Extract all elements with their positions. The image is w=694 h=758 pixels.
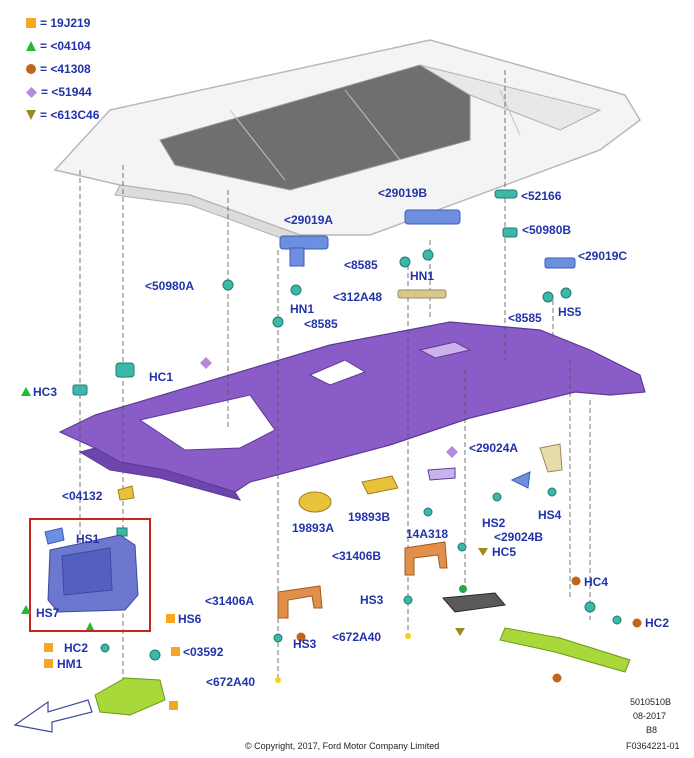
label-04132: <04132 <box>62 489 103 503</box>
legend-item-circle: = <41308 <box>26 61 91 77</box>
label-hs5: HS5 <box>558 305 582 319</box>
leader-lines <box>79 70 591 695</box>
label-03592: <03592 <box>183 645 224 659</box>
label-19893a: 19893A <box>292 521 335 535</box>
label-19893b: 19893B <box>348 510 391 524</box>
parts-lamps-handles <box>117 475 506 619</box>
label-672a40-left: <672A40 <box>206 675 256 689</box>
roof-panel <box>53 39 641 246</box>
circle-icon <box>26 64 36 74</box>
legend-item-triangle: = <04104 <box>26 38 91 54</box>
label-hc2-left: HC2 <box>64 641 89 655</box>
parts-trim <box>94 627 631 716</box>
triangle-icon <box>26 41 36 51</box>
label-29019a: <29019A <box>284 213 334 227</box>
label-50980b: <50980B <box>522 223 572 237</box>
label-29024b: <29024B <box>494 530 544 544</box>
label-hc4: HC4 <box>584 575 609 589</box>
label-hs6: HS6 <box>178 612 202 626</box>
label-8585-right: <8585 <box>508 311 542 325</box>
label-52166: <52166 <box>521 189 562 203</box>
label-hs3-left: HS3 <box>293 637 317 651</box>
footer-code3: B8 <box>646 725 658 735</box>
label-hs1: HS1 <box>76 532 100 546</box>
sun-visor <box>29 518 151 632</box>
label-29019b: <29019B <box>378 186 428 200</box>
label-hs3-mid: HS3 <box>360 593 384 607</box>
label-hc1: HC1 <box>149 370 174 384</box>
label-hs4: HS4 <box>538 508 562 522</box>
label-hc2-right: HC2 <box>645 616 670 630</box>
diamond-icon <box>26 86 37 98</box>
label-8585-mid: <8585 <box>344 258 378 272</box>
label-hs2: HS2 <box>482 516 506 530</box>
label-hc3: HC3 <box>33 385 58 399</box>
footer-code1: 5010510B <box>630 697 672 707</box>
footer-copyright: © Copyright, 2017, Ford Motor Company Li… <box>245 741 440 751</box>
label-hm1: HM1 <box>57 657 83 671</box>
legend-item-square: = 19J219 <box>26 15 90 31</box>
label-29024a: <29024A <box>469 441 519 455</box>
label-31406a: <31406A <box>205 594 255 608</box>
label-hs7: HS7 <box>36 606 60 620</box>
label-29019c: <29019C <box>578 249 628 263</box>
label-312a48: <312A48 <box>333 290 383 304</box>
triangle-down-icon <box>26 110 36 120</box>
label-50980a: <50980A <box>145 279 195 293</box>
symbol-markers <box>21 357 642 710</box>
label-8585-left: <8585 <box>304 317 338 331</box>
footer-code2: 08-2017 <box>633 711 667 721</box>
label-hn1-right: HN1 <box>410 269 435 283</box>
parts-brackets <box>72 189 622 683</box>
footer-figure-id: F0364221-01 <box>626 741 680 751</box>
headliner <box>58 321 646 501</box>
legend-item-diamond: = <51944 <box>26 84 92 100</box>
label-hn1-left: HN1 <box>290 302 315 316</box>
square-icon <box>26 18 36 28</box>
label-672a40-mid: <672A40 <box>332 630 382 644</box>
label-31406b: <31406B <box>332 549 382 563</box>
legend-item-triangle-down: = <613C46 <box>26 107 99 123</box>
front-arrow-icon <box>13 699 93 733</box>
label-hc5: HC5 <box>492 545 517 559</box>
label-14a318: 14A318 <box>406 527 449 541</box>
